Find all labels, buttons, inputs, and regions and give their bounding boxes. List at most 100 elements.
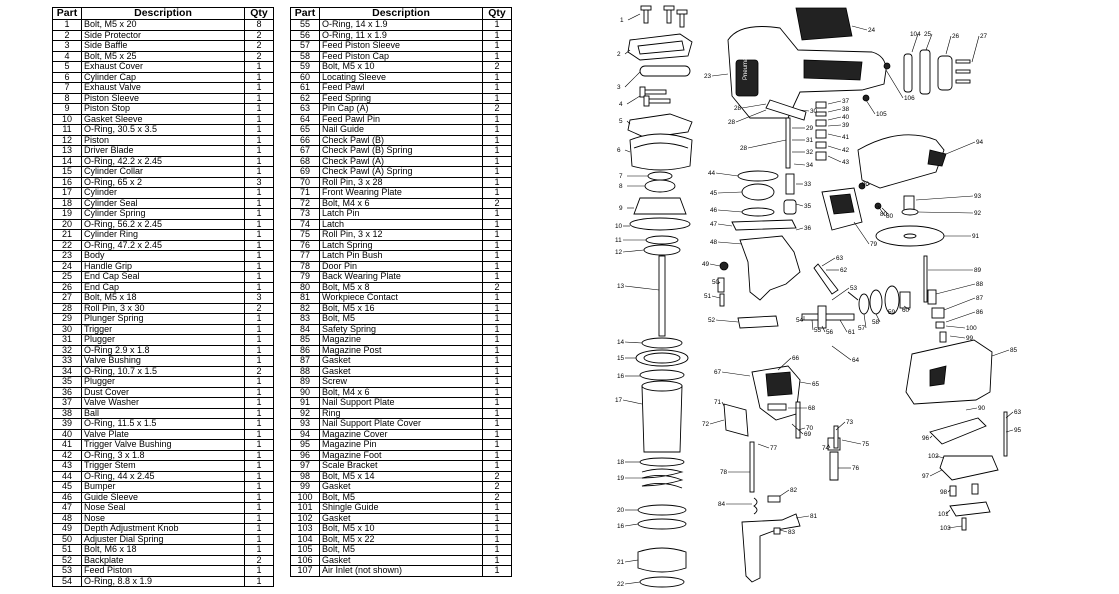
part-number-cell: 10 (52, 113, 82, 125)
description-cell: Bolt, M5 (319, 491, 483, 503)
description-cell: Latch Spring (319, 239, 483, 251)
callout-label: 17 (615, 397, 623, 404)
quantity-cell: 1 (482, 439, 512, 451)
part-number-cell: 100 (290, 491, 320, 503)
description-cell: Bolt, M5 (319, 544, 483, 556)
part-number-cell: 68 (290, 155, 320, 167)
part-number-cell: 57 (290, 40, 320, 52)
part-feed-piston (801, 285, 911, 329)
quantity-cell: 1 (482, 428, 512, 440)
quantity-cell: 1 (244, 523, 274, 535)
description-cell: Feed Piston Sleeve (319, 40, 483, 52)
callout-leader-line (624, 285, 660, 291)
part-number-cell: 71 (290, 187, 320, 199)
description-cell: Magazine Pin (319, 439, 483, 451)
quantity-cell: 1 (244, 418, 274, 430)
callout-leader-line (624, 149, 631, 153)
callout-label: 26 (952, 33, 960, 40)
callout-leader-line (929, 435, 933, 439)
part-number-cell: 1 (52, 19, 82, 31)
part-number-cell: 70 (290, 176, 320, 188)
callout-label: 89 (974, 267, 982, 274)
description-cell: O-Ring, 3 x 1.8 (81, 449, 245, 461)
description-cell: Trigger Valve Bushing (81, 439, 245, 451)
callout-leader-line (947, 489, 951, 493)
callout-leader-line (747, 139, 787, 149)
callout-leader-line (795, 203, 804, 207)
description-cell: Plugger (81, 376, 245, 388)
part-number-cell: 2 (52, 29, 82, 41)
callout-leader-line (624, 341, 643, 344)
callout-label: 47 (710, 221, 718, 228)
part-number-cell: 16 (52, 176, 82, 188)
description-cell: Backplate (81, 554, 245, 566)
description-cell: Magazine Post (319, 344, 483, 356)
description-cell: Bumper (81, 481, 245, 493)
quantity-cell: 1 (244, 250, 274, 262)
callout-leader-line (915, 195, 974, 201)
callout-leader-line (935, 283, 976, 295)
part-number-cell: 11 (52, 124, 82, 136)
part-number-cell: 99 (290, 481, 320, 493)
part-side-baffle (639, 65, 691, 77)
callout-label: 23 (704, 73, 712, 80)
callout-label: 66 (792, 355, 800, 362)
header-description: Description (319, 7, 483, 20)
description-cell: Nose Seal (81, 502, 245, 514)
description-cell: Scale Bracket (319, 460, 483, 472)
part-number-cell: 103 (290, 523, 320, 535)
callout-label: 87 (976, 295, 984, 302)
part-gasket-sleeve (629, 217, 691, 231)
callout-label: 25 (924, 31, 932, 38)
callout-leader-line (711, 73, 729, 77)
description-cell: Cylinder Cap (81, 71, 245, 83)
quantity-cell: 8 (244, 19, 274, 31)
callout-label: 3 (617, 84, 621, 91)
description-cell: Nose (81, 512, 245, 524)
quantity-cell: 1 (244, 281, 274, 293)
quantity-cell: 1 (482, 407, 512, 419)
quantity-cell: 1 (482, 187, 512, 199)
quantity-cell: 1 (482, 71, 512, 83)
part-exhaust-valve (647, 171, 673, 181)
callout-leader-line (715, 172, 739, 177)
part-number-cell: 31 (52, 334, 82, 346)
description-cell: Valve Washer (81, 397, 245, 409)
quantity-cell: 1 (244, 355, 274, 367)
part-magazine-foot (929, 417, 987, 445)
callout-label: 76 (852, 465, 860, 472)
callout-label: 78 (720, 469, 728, 476)
quantity-cell: 1 (482, 166, 512, 178)
quantity-cell: 1 (482, 302, 512, 314)
callout-label: 61 (848, 329, 856, 336)
callout-leader-line (827, 124, 842, 127)
description-cell: O-Ring, 65 x 2 (81, 176, 245, 188)
callout-label: 35 (804, 203, 812, 210)
part-number-cell: 87 (290, 355, 320, 367)
callout-label: 91 (972, 233, 980, 240)
callout-leader-line (626, 120, 631, 125)
description-cell: O-Ring, 11.5 x 1.5 (81, 418, 245, 430)
part-number-cell: 12 (52, 134, 82, 146)
description-cell: Bolt, M5 x 10 (319, 523, 483, 535)
callout-leader-line (949, 335, 966, 339)
callout-label: 72 (702, 421, 710, 428)
header-description: Description (81, 7, 245, 20)
quantity-cell: 1 (244, 218, 274, 230)
callout-leader-line (811, 319, 814, 331)
quantity-cell: 1 (482, 376, 512, 388)
